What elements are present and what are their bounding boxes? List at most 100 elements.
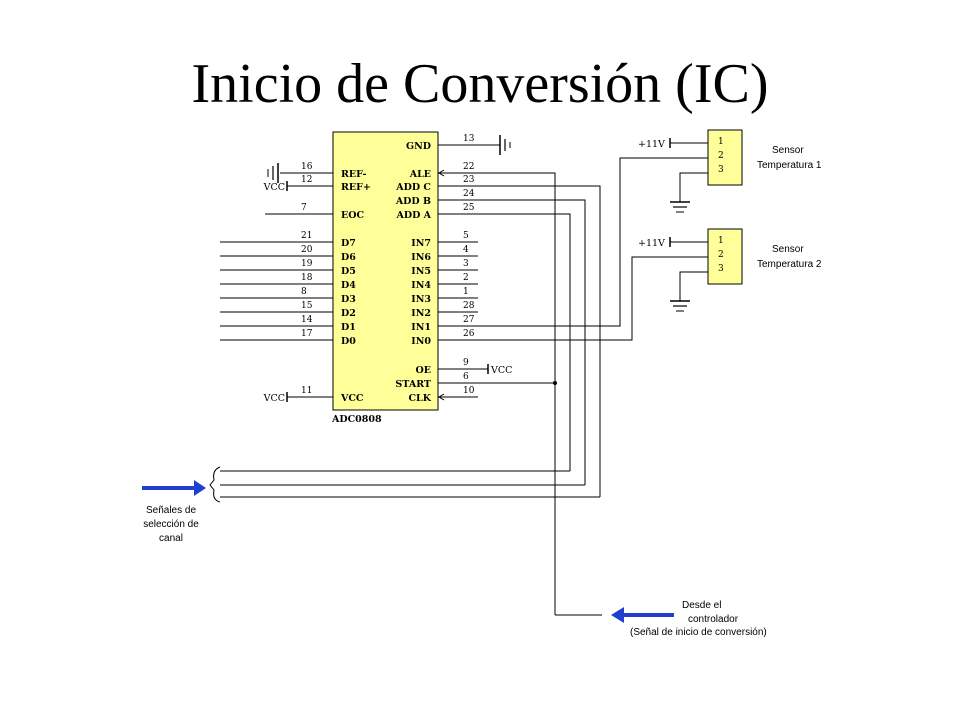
left-pin-number: 14 — [301, 315, 313, 325]
left-pin-label: D2 — [341, 308, 356, 319]
right-pin-label: OE — [415, 365, 431, 376]
right-pin-label: IN1 — [411, 322, 431, 333]
right-pin-label: ADD A — [395, 210, 431, 221]
right-pin-label: IN5 — [411, 266, 431, 277]
right-pin-label: START — [395, 379, 431, 390]
right-pin-number: 3 — [463, 259, 469, 269]
right-pin-number: 1 — [463, 287, 469, 297]
right-pin-number: 5 — [463, 231, 469, 241]
controller-text: (Señal de inicio de conversión) — [630, 627, 767, 638]
right-pin-label: GND — [406, 141, 431, 152]
sensor-pin-number: 2 — [718, 151, 724, 161]
slide-title: Inicio de Conversión (IC) — [191, 53, 769, 115]
vcc-label: VCC — [263, 182, 285, 193]
right-pin-label: IN4 — [411, 280, 431, 291]
left-pin-number: 11 — [301, 386, 312, 396]
sensor-pin-number: 1 — [718, 236, 724, 246]
sensor-label-line2: Temperatura 2 — [757, 259, 822, 270]
right-pin-number: 24 — [463, 189, 475, 199]
channel-select-text: Señales de — [146, 505, 196, 516]
right-pin-label: IN2 — [411, 308, 431, 319]
temperature-sensor — [707, 228, 743, 285]
right-pin-label: IN0 — [411, 336, 431, 347]
blue-arrow-shaft — [624, 613, 674, 617]
left-pin-label: REF- — [341, 169, 366, 180]
left-pin-label: D7 — [341, 238, 356, 249]
left-pin-label: D5 — [341, 266, 356, 277]
right-pin-number: 4 — [463, 245, 469, 255]
right-pin-label: IN3 — [411, 294, 431, 305]
right-pin-label: ADD B — [395, 196, 431, 207]
right-pin-label: ALE — [409, 169, 431, 180]
right-pin-number: 25 — [463, 203, 475, 213]
bus-brace — [209, 466, 221, 503]
left-pin-label: VCC — [340, 393, 364, 404]
right-pin-number: 2 — [463, 273, 469, 283]
sensor-body — [707, 228, 743, 285]
adc-chip-body — [332, 131, 439, 411]
left-pin-label: EOC — [341, 210, 365, 221]
chip-name-label: ADC0808 — [331, 414, 382, 425]
sensor-gnd-wire — [679, 172, 708, 202]
temperature-sensor — [707, 129, 743, 186]
left-pin-number: 20 — [301, 245, 313, 255]
ale-start-wire — [478, 172, 556, 615]
right-pin-number: 9 — [463, 358, 469, 368]
right-pin-number: 6 — [463, 372, 469, 382]
left-pin-number: 16 — [301, 162, 313, 172]
blue-arrow-head — [611, 607, 624, 623]
left-pin-label: D0 — [341, 336, 356, 347]
right-pin-number: 26 — [463, 329, 475, 339]
blue-arrow-shaft — [142, 486, 194, 490]
left-pin-label: D3 — [341, 294, 356, 305]
addb-wire — [478, 199, 586, 485]
right-pin-number: 13 — [463, 134, 475, 144]
vcc-label: VCC — [490, 365, 512, 376]
left-pin-number: 17 — [301, 329, 313, 339]
left-pin-number: 8 — [301, 287, 307, 297]
sensor-pin-number: 1 — [718, 137, 724, 147]
sensor-gnd-wire — [679, 271, 708, 301]
controller-text: controlador — [688, 614, 739, 625]
left-pin-label: REF+ — [341, 182, 371, 193]
plus11-label: +11V — [638, 139, 665, 150]
sensor-pin-number: 3 — [718, 165, 724, 175]
right-pin-label: IN6 — [411, 252, 431, 263]
vcc-label: VCC — [263, 393, 285, 404]
right-pin-label: IN7 — [411, 238, 431, 249]
right-pin-number: 22 — [463, 162, 474, 172]
plus11-label: +11V — [638, 238, 665, 249]
junction-dot — [553, 381, 557, 385]
left-pin-label: D6 — [341, 252, 356, 263]
sensor-label-line1: Sensor — [772, 145, 804, 156]
input-arrow — [438, 169, 445, 177]
left-pin-number: 7 — [301, 203, 307, 213]
left-pin-label: D4 — [341, 280, 356, 291]
sensor-pin-number: 2 — [718, 250, 724, 260]
right-pin-number: 23 — [463, 175, 475, 185]
channel-select-text: canal — [159, 533, 183, 544]
left-pin-number: 12 — [301, 175, 312, 185]
in0-wire — [478, 256, 708, 341]
input-arrow — [438, 393, 445, 401]
right-pin-label: CLK — [409, 393, 432, 404]
in1-wire — [478, 157, 708, 327]
left-pin-number: 19 — [301, 259, 313, 269]
left-pin-number: 15 — [301, 301, 313, 311]
right-pin-number: 10 — [463, 386, 475, 396]
channel-select-text: selección de — [143, 519, 199, 530]
right-pin-number: 27 — [463, 315, 475, 325]
right-pin-number: 28 — [463, 301, 475, 311]
adda-wire — [478, 213, 571, 471]
left-pin-number: 21 — [301, 231, 312, 241]
left-pin-number: 18 — [301, 273, 313, 283]
sensor-pin-number: 3 — [718, 264, 724, 274]
sensor-body — [707, 129, 743, 186]
blue-arrow-head — [194, 480, 206, 496]
addc-wire — [478, 185, 601, 497]
sensor-label-line2: Temperatura 1 — [757, 160, 822, 171]
sensor-label-line1: Sensor — [772, 244, 804, 255]
left-pin-label: D1 — [341, 322, 356, 333]
right-pin-label: ADD C — [395, 182, 431, 193]
